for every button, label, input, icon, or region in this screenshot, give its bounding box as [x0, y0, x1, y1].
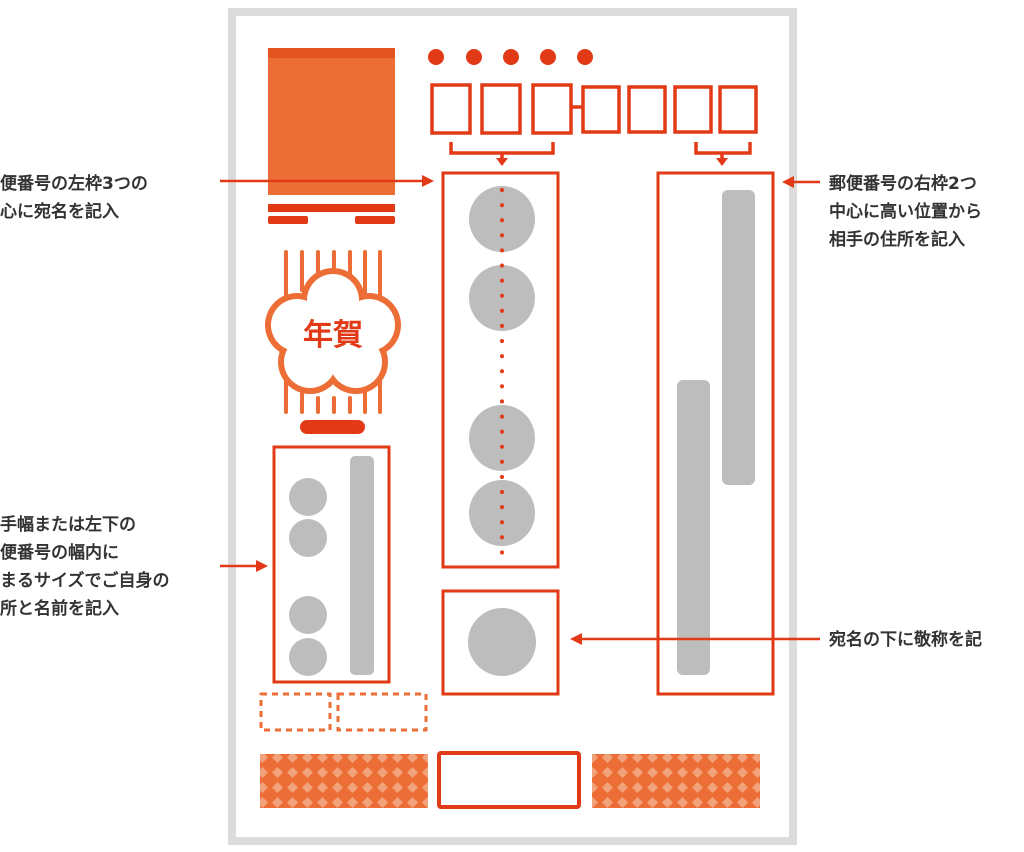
- label-line: 宛名の下に敬称を記: [829, 630, 982, 650]
- label-honorific: 宛名の下に敬称を記: [829, 626, 982, 654]
- bottom-band: [260, 751, 760, 809]
- postal-dots: [428, 49, 593, 65]
- label-line: まるサイズでご自身の: [0, 571, 170, 591]
- recipient-name-area: [441, 171, 560, 569]
- postal-code-boxes: [430, 83, 758, 160]
- arrows: [220, 175, 820, 645]
- label-line: 便番号の左枠3つの: [0, 174, 148, 194]
- sender-area: [272, 445, 391, 684]
- stamp-area: [268, 48, 395, 224]
- label-recipient-address: 郵便番号の右枠2つ 中心に高い位置から 相手の住所を記入: [829, 170, 982, 254]
- nenga-text: 年賀: [303, 318, 363, 353]
- honorific-area: [441, 589, 560, 696]
- label-line: 郵便番号の右枠2つ: [829, 174, 977, 194]
- label-line: 便番号の幅内に: [0, 543, 119, 563]
- label-line: 中心に高い位置から: [829, 202, 982, 222]
- label-sender: 手幅または左下の 便番号の幅内に まるサイズでご自身の 所と名前を記入: [0, 511, 170, 623]
- label-line: 心に宛名を記入: [0, 202, 119, 222]
- label-line: 所と名前を記入: [0, 599, 119, 619]
- label-recipient-name: 便番号の左枠3つの 心に宛名を記入: [0, 170, 148, 226]
- label-line: 相手の住所を記入: [829, 230, 965, 250]
- nenga-stamp-icon: 年賀: [265, 250, 401, 434]
- recipient-address-area: [656, 171, 775, 696]
- label-line: 手幅または左下の: [0, 515, 136, 535]
- sender-postal-boxes: [259, 692, 428, 732]
